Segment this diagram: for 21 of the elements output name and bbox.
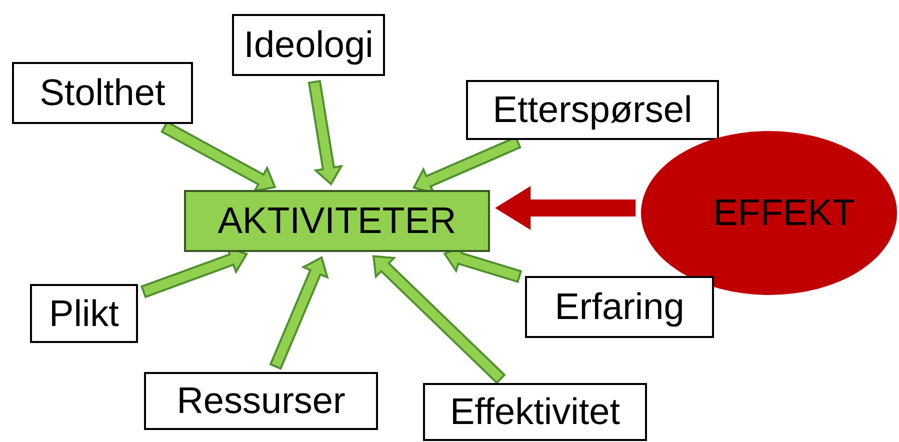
node-label: Erfaring: [554, 286, 684, 328]
arrow: [495, 186, 636, 230]
node-label: Etterspørsel: [492, 89, 692, 131]
word-box: [525, 276, 714, 338]
node-label: Plikt: [49, 292, 119, 334]
activity-box: [184, 190, 490, 252]
word-box: [423, 383, 647, 441]
node-label: Stolthet: [40, 72, 166, 114]
arrow: [308, 80, 344, 186]
word-box: [232, 14, 385, 76]
word-box: [144, 372, 378, 430]
node-label: AKTIVITETER: [218, 200, 456, 242]
node-label: Ideologi: [244, 24, 374, 66]
word-box: [30, 284, 138, 343]
word-box: [12, 62, 193, 124]
word-box: [466, 80, 719, 140]
arrow: [372, 255, 506, 384]
node-label: Ressurser: [176, 380, 346, 422]
node-label: Effektivitet: [450, 391, 620, 433]
arrow: [269, 256, 329, 370]
node-label: EFFEKT: [713, 192, 855, 234]
